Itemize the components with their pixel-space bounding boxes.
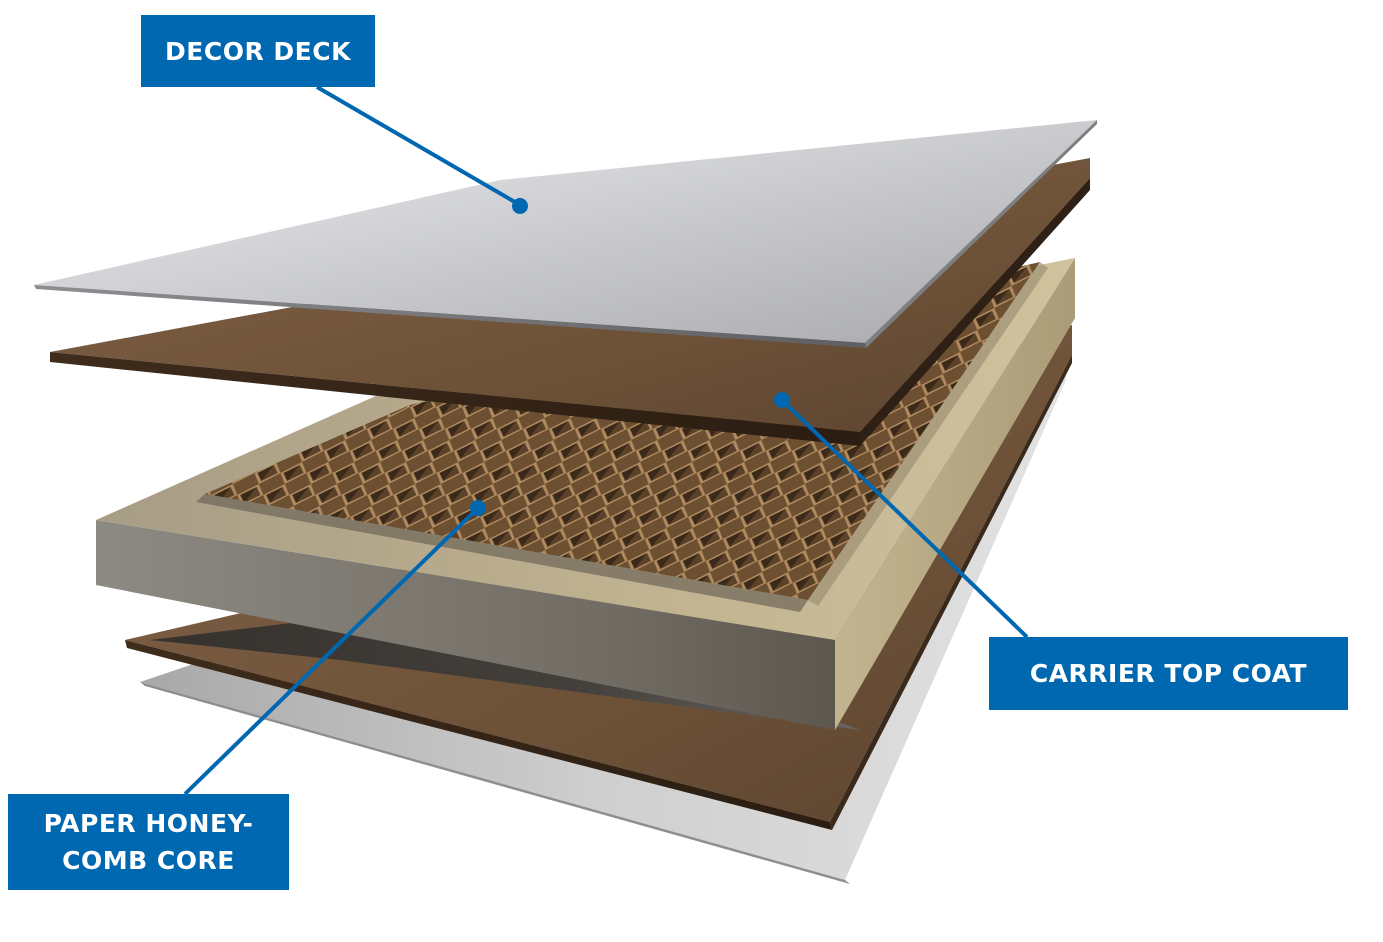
label-decor-deck: DECOR DECK (141, 15, 375, 87)
label-honeycomb-line-1: PAPER HONEY- (43, 809, 254, 838)
label-carrier-top-coat: CARRIER TOP COAT (989, 637, 1348, 710)
callout-carrier-top-coat (774, 392, 1029, 639)
callout-dot (470, 500, 486, 516)
callout-honeycomb-core (183, 500, 486, 796)
label-paper-honeycomb-core: PAPER HONEY- COMB CORE (8, 794, 289, 890)
callout-dot (512, 198, 528, 214)
label-decor-deck-text: DECOR DECK (165, 36, 351, 66)
decor-deck-sheet (34, 120, 1097, 348)
callout-dot (774, 392, 790, 408)
label-honeycomb-line-2: COMB CORE (62, 846, 235, 875)
callout-decor-deck (315, 85, 528, 214)
label-carrier-top-coat-text: CARRIER TOP COAT (1029, 659, 1308, 688)
